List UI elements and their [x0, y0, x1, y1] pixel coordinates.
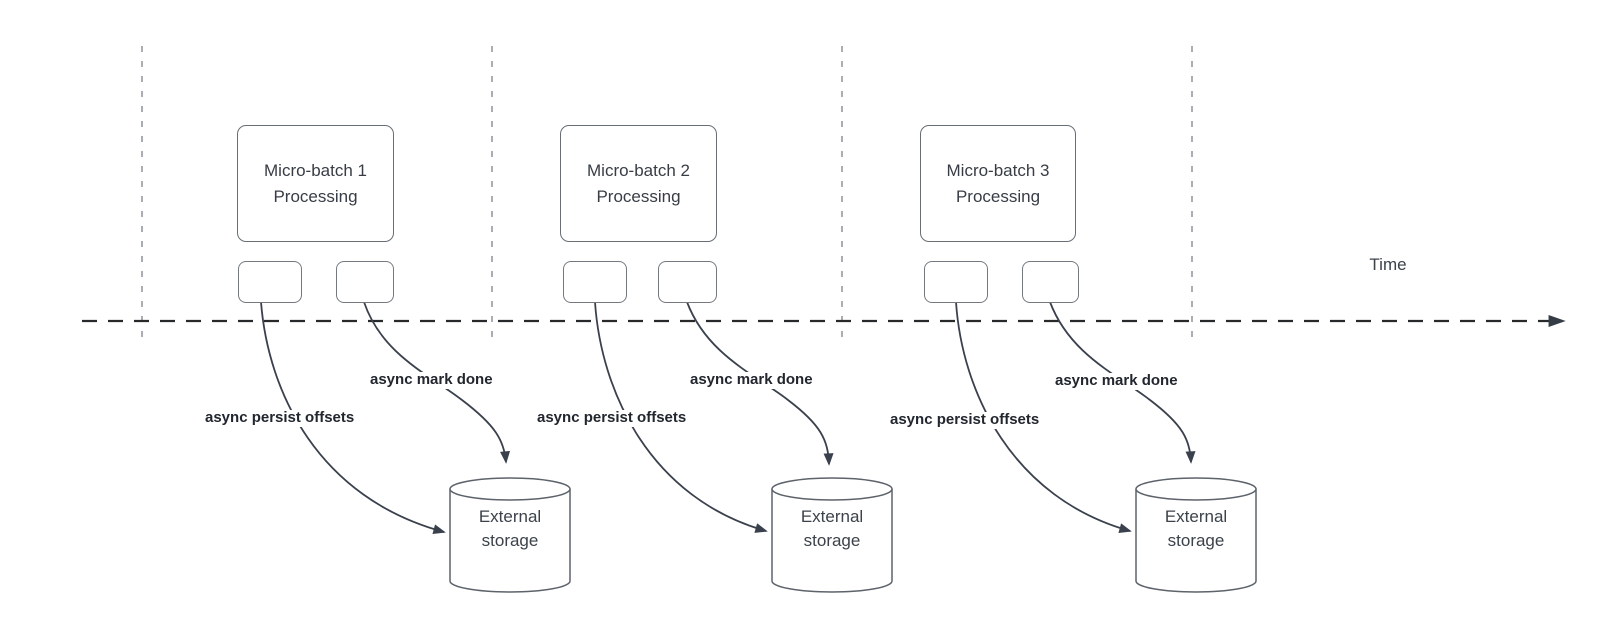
micro-batch-1-processing-box: Micro-batch 1 Processing — [237, 125, 394, 242]
persist-offsets-arrow-3 — [955, 301, 1132, 533]
external-storage-cylinder-1 — [449, 477, 571, 593]
mark-done-label-1: async mark done — [368, 371, 495, 389]
external-storage-cylinder-3 — [1135, 477, 1257, 593]
external-storage-label-2: External storage — [800, 507, 864, 550]
persist-offsets-label-3: async persist offsets — [888, 411, 1042, 429]
micro-batch-3-task-box-right — [1022, 261, 1079, 303]
persist-offsets-arrow-2 — [594, 301, 768, 533]
time-axis-label: Time — [1369, 255, 1407, 274]
micro-batch-2-task-box-left — [563, 261, 627, 303]
mark-done-label-2: async mark done — [688, 371, 815, 389]
persist-offsets-label-1: async persist offsets — [203, 409, 357, 427]
external-storage-label-1: External storage — [478, 507, 542, 550]
micro-batch-2-processing-box: Micro-batch 2 Processing — [560, 125, 717, 242]
micro-batch-1-task-box-right — [336, 261, 394, 303]
mark-done-arrow-3 — [1049, 301, 1196, 464]
persist-offsets-label-2: async persist offsets — [535, 409, 689, 427]
micro-batch-2-task-box-right — [658, 261, 717, 303]
persist-offsets-arrow-1 — [260, 301, 446, 535]
mark-done-arrow-1 — [363, 301, 511, 464]
micro-batch-3-task-box-left — [924, 261, 988, 303]
external-storage-label-3: External storage — [1164, 507, 1228, 550]
mark-done-label-3: async mark done — [1053, 372, 1180, 390]
micro-batch-3-processing-box: Micro-batch 3 Processing — [920, 125, 1076, 242]
micro-batch-1-task-box-left — [238, 261, 302, 303]
external-storage-cylinder-2 — [771, 477, 893, 593]
mark-done-arrow-2 — [686, 301, 834, 466]
